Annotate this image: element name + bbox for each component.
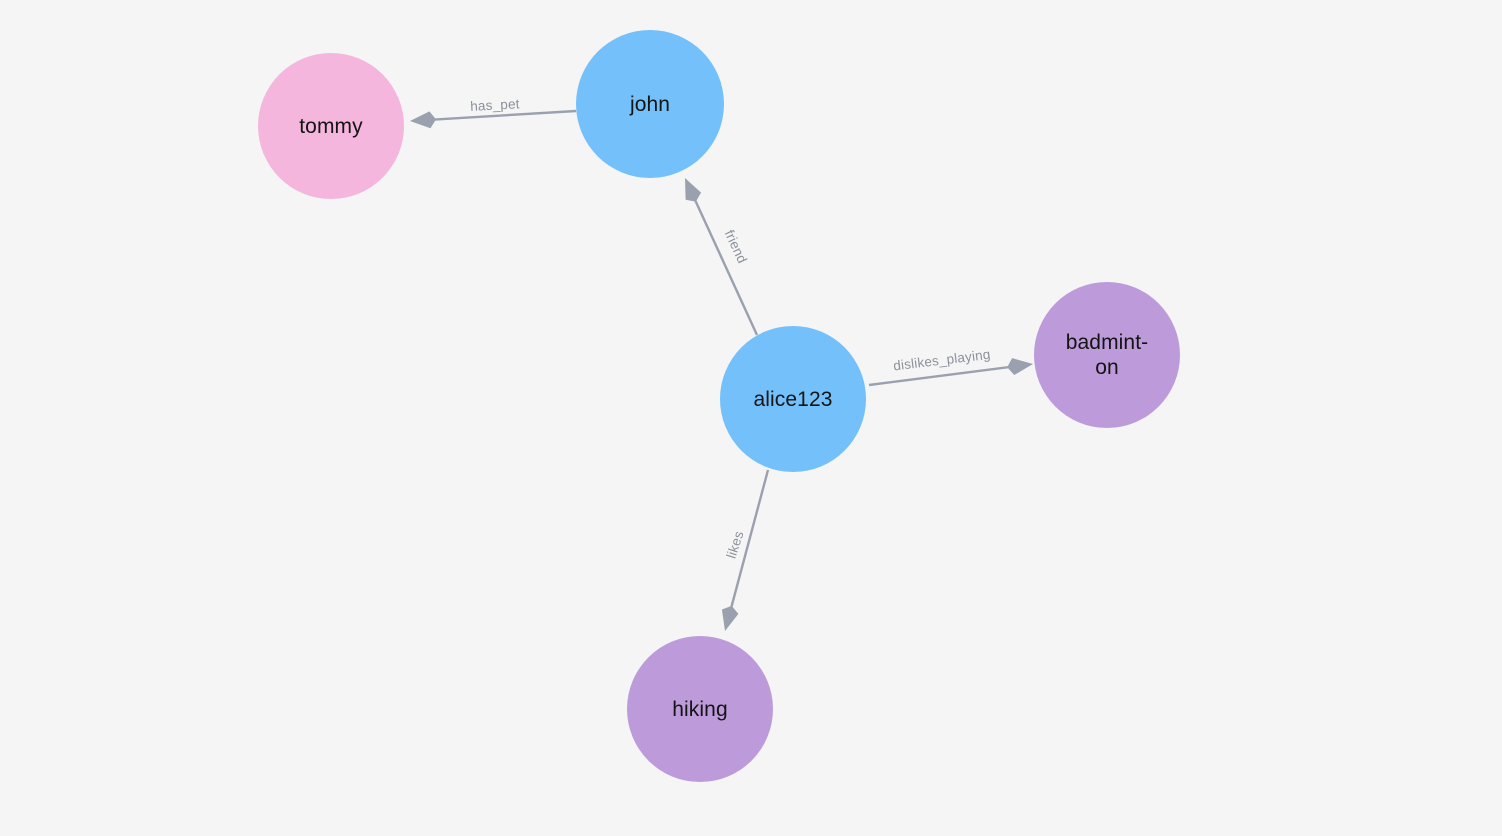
graph-node-tommy[interactable]: tommy bbox=[258, 53, 404, 199]
graph-node-alice123[interactable]: alice123 bbox=[720, 326, 866, 472]
graph-edge[interactable] bbox=[410, 109, 577, 129]
graph-node-label: hiking bbox=[672, 697, 728, 721]
edge-label: likes bbox=[724, 529, 747, 560]
edge-label: has_pet bbox=[470, 96, 520, 114]
edge-arrowhead-icon bbox=[410, 111, 436, 129]
edge-line bbox=[868, 364, 1020, 387]
graph-edge[interactable] bbox=[868, 358, 1033, 387]
graph-node-label: badmint- on bbox=[1065, 331, 1149, 379]
edge-label: friend bbox=[722, 228, 750, 266]
edge-line bbox=[689, 190, 759, 336]
graph-node-john[interactable]: john bbox=[576, 30, 724, 178]
edge-line bbox=[423, 109, 577, 122]
edge-arrowhead-icon bbox=[721, 605, 739, 631]
graph-node-label: tommy bbox=[299, 114, 363, 138]
graph-edge[interactable] bbox=[685, 178, 759, 336]
edge-label: dislikes_playing bbox=[892, 347, 991, 374]
graph-edge[interactable] bbox=[721, 469, 770, 631]
graph-node-hiking[interactable]: hiking bbox=[627, 636, 773, 782]
edge-line bbox=[727, 469, 770, 618]
edge-arrowhead-icon bbox=[1007, 358, 1033, 375]
edge-arrowhead-icon bbox=[685, 178, 702, 202]
graph-node-label: alice123 bbox=[753, 387, 833, 411]
graph-node-badminton[interactable]: badmint- on bbox=[1034, 282, 1180, 428]
edges-group bbox=[410, 109, 1033, 631]
graph-node-label: john bbox=[629, 92, 671, 116]
